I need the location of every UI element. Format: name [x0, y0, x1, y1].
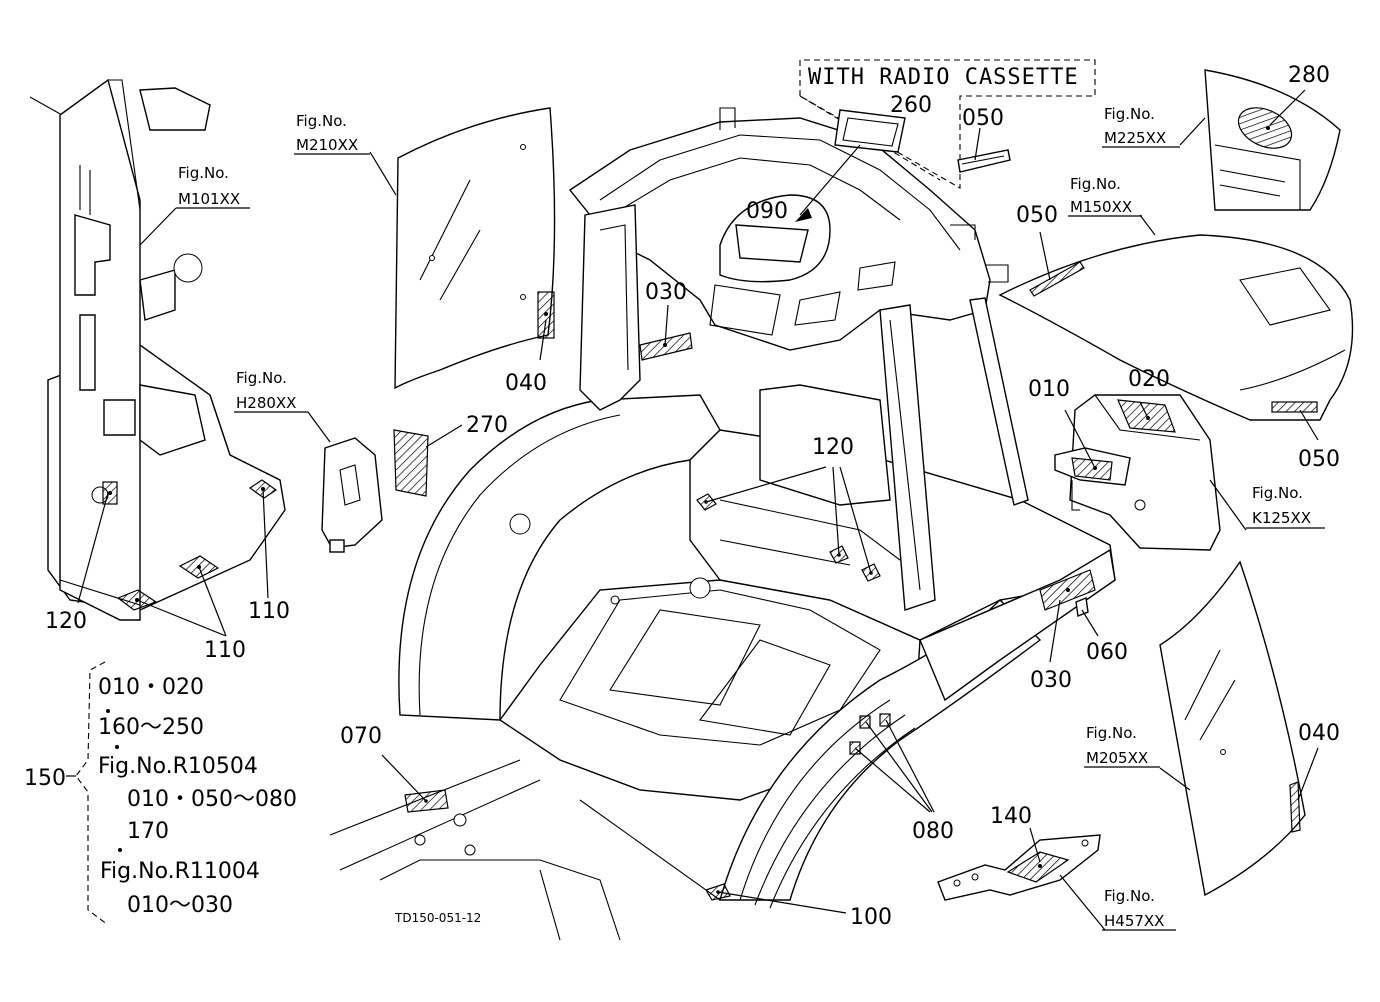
callout-010: 010 [1028, 377, 1070, 402]
svg-text:M225XX: M225XX [1104, 129, 1166, 147]
fender-cover-k125 [1054, 394, 1247, 551]
svg-text:M205XX: M205XX [1086, 749, 1148, 767]
kit-line-7: 010～030 [127, 893, 233, 918]
callout-100: 100 [850, 905, 892, 930]
svg-text:Fig.No.: Fig.No. [1070, 175, 1121, 193]
svg-text:Fig.No.: Fig.No. [236, 369, 287, 387]
callout-070: 070 [340, 724, 382, 749]
callout-030-upper: 030 [645, 280, 687, 305]
callout-050-radio: 050 [962, 106, 1004, 131]
door-glass-m205 [1159, 560, 1319, 897]
svg-text:K125XX: K125XX [1252, 509, 1311, 527]
kit-line-3: Fig.No.R10504 [98, 754, 258, 779]
kit-line-5: 170 [127, 819, 169, 844]
svg-text:M150XX: M150XX [1070, 198, 1132, 216]
callout-260: 260 [890, 93, 932, 118]
kit-number: 150 [24, 766, 66, 791]
callout-110-lower: 110 [204, 638, 246, 663]
svg-text:H457XX: H457XX [1104, 912, 1164, 930]
callout-050-roof: 050 [1016, 203, 1058, 228]
fig-ref-m225: Fig.No. M225XX [1102, 105, 1180, 148]
svg-text:Fig.No.: Fig.No. [1104, 105, 1155, 123]
svg-text:M210XX: M210XX [296, 136, 358, 154]
svg-text:Fig.No.: Fig.No. [1086, 724, 1137, 742]
bracket-h280 [307, 411, 463, 553]
cab-frame [329, 107, 1116, 941]
callout-270: 270 [466, 413, 508, 438]
callout-280: 280 [1288, 63, 1330, 88]
callout-120-center: 120 [812, 435, 854, 460]
fig-ref-m101: Fig.No. M101XX [139, 164, 250, 246]
door-glass-m210 [369, 107, 556, 390]
callout-140: 140 [990, 804, 1032, 829]
roof-cover-m150 [998, 214, 1354, 441]
kit-line-4: 010・050～080 [127, 787, 297, 812]
callout-020: 020 [1128, 367, 1170, 392]
fig-ref-m205: Fig.No. M205XX [1084, 724, 1160, 768]
drawing-code: TD150-051-12 [394, 911, 481, 925]
kit-brace [66, 661, 122, 926]
callout-110-right: 110 [248, 599, 290, 624]
kit-line-2: 160～250 [98, 715, 204, 740]
svg-text:H280XX: H280XX [236, 394, 296, 412]
kit-line-1: 010・020 [98, 675, 204, 700]
callout-050-rear: 050 [1298, 447, 1340, 472]
svg-text:Fig.No.: Fig.No. [1252, 484, 1303, 502]
fig-ref-k125: Fig.No. K125XX [1246, 484, 1325, 529]
fig-ref-m210: Fig.No. M210XX [294, 112, 370, 155]
fig-ref-h280: Fig.No. H280XX [234, 369, 308, 413]
fig-ref-m150: Fig.No. M150XX [1068, 175, 1142, 217]
callout-060: 060 [1086, 640, 1128, 665]
callout-040-right: 040 [1298, 721, 1340, 746]
callout-090: 090 [746, 199, 788, 224]
svg-text:Fig.No.: Fig.No. [178, 164, 229, 182]
svg-text:Fig.No.: Fig.No. [296, 112, 347, 130]
callout-120-left: 120 [45, 609, 87, 634]
svg-text:M101XX: M101XX [178, 190, 240, 208]
text-layer: WITH RADIO CASSETTE TD150-051-12 Fig.No.… [24, 63, 1340, 931]
radio-cassette-option [795, 59, 1096, 222]
callout-040-left: 040 [505, 371, 547, 396]
plate-h457 [937, 827, 1106, 931]
kit-line-6: Fig.No.R11004 [100, 859, 260, 884]
svg-text:Fig.No.: Fig.No. [1104, 887, 1155, 905]
panel-m225 [1179, 69, 1341, 211]
fig-ref-h457: Fig.No. H457XX [1102, 887, 1176, 931]
radio-cassette-title: WITH RADIO CASSETTE [808, 65, 1079, 90]
callout-080: 080 [912, 819, 954, 844]
left-pillar-assembly [29, 78, 286, 637]
callout-030-lower: 030 [1030, 668, 1072, 693]
